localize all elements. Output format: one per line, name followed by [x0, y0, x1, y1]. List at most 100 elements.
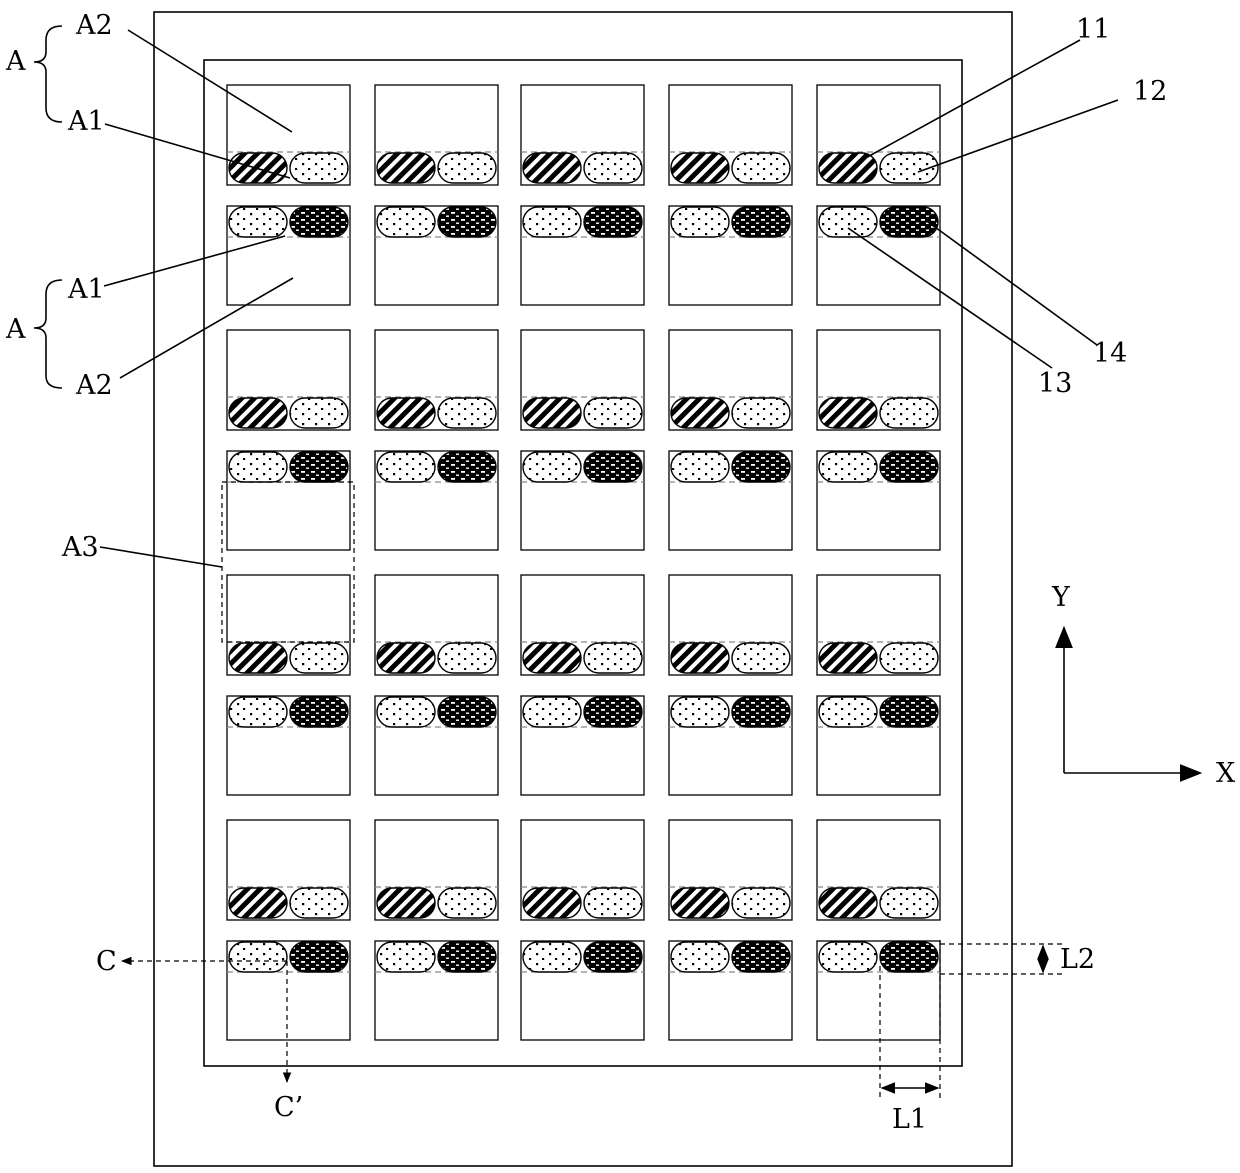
pad-12 [438, 643, 496, 673]
pad-12 [584, 398, 642, 428]
label-a1-second: A1 [67, 274, 105, 305]
pad-13 [229, 207, 287, 237]
pad-14 [290, 697, 348, 727]
pad-12 [584, 888, 642, 918]
leader-a2-top [128, 30, 292, 132]
pad-12 [290, 888, 348, 918]
brace-a-second [34, 280, 62, 388]
pad-13 [523, 942, 581, 972]
pad-14 [438, 697, 496, 727]
cell-grid [227, 85, 940, 1040]
label-a3: A3 [61, 532, 99, 563]
pad-11 [523, 643, 581, 673]
pad-12 [732, 888, 790, 918]
pad-13 [671, 697, 729, 727]
pad-13 [377, 207, 435, 237]
label-axis-y: Y [1051, 582, 1071, 613]
label-axis-x: X [1216, 758, 1236, 789]
pad-14 [880, 697, 938, 727]
pad-12 [290, 153, 348, 183]
pad-11 [377, 398, 435, 428]
pad-11 [377, 643, 435, 673]
pad-11 [523, 153, 581, 183]
brace-a-top [34, 26, 62, 122]
pad-13 [671, 942, 729, 972]
pad-14 [732, 697, 790, 727]
pad-14 [438, 207, 496, 237]
pad-11 [523, 888, 581, 918]
pad-13 [377, 942, 435, 972]
pad-14 [732, 207, 790, 237]
pad-12 [290, 643, 348, 673]
pad-13 [523, 697, 581, 727]
label-a2-top: A2 [75, 10, 113, 41]
pad-12 [438, 398, 496, 428]
pad-14 [438, 942, 496, 972]
pad-14 [290, 207, 348, 237]
pad-11 [229, 398, 287, 428]
pad-12 [880, 398, 938, 428]
pad-12 [584, 153, 642, 183]
pad-13 [229, 452, 287, 482]
label-a1-top: A1 [67, 106, 105, 137]
pad-11 [377, 888, 435, 918]
pad-14 [584, 207, 642, 237]
label-ref-12: 12 [1133, 76, 1167, 107]
pad-11 [229, 643, 287, 673]
pad-14 [732, 452, 790, 482]
pad-14 [584, 452, 642, 482]
pad-12 [880, 643, 938, 673]
pad-14 [880, 942, 938, 972]
pad-11 [671, 643, 729, 673]
label-section-c-prime: C’ [274, 1092, 303, 1123]
pad-13 [819, 697, 877, 727]
pad-14 [290, 452, 348, 482]
pad-14 [584, 697, 642, 727]
pad-13 [229, 697, 287, 727]
pad-14 [584, 942, 642, 972]
pad-12 [438, 888, 496, 918]
pad-13 [523, 452, 581, 482]
pad-12 [438, 153, 496, 183]
pad-11 [377, 153, 435, 183]
pad-12 [880, 888, 938, 918]
pad-13 [819, 942, 877, 972]
label-dim-l2: L2 [1060, 944, 1095, 975]
pad-13 [819, 207, 877, 237]
pad-13 [377, 452, 435, 482]
pad-12 [290, 398, 348, 428]
pad-12 [584, 643, 642, 673]
label-dim-l1: L1 [892, 1104, 927, 1135]
pad-14 [732, 942, 790, 972]
pad-11 [819, 153, 877, 183]
label-ref-14: 14 [1093, 338, 1127, 369]
pad-12 [732, 398, 790, 428]
pad-12 [732, 153, 790, 183]
pad-11 [671, 888, 729, 918]
pad-11 [819, 398, 877, 428]
pad-11 [523, 398, 581, 428]
pad-13 [377, 697, 435, 727]
pad-13 [819, 452, 877, 482]
pad-11 [671, 153, 729, 183]
pad-12 [732, 643, 790, 673]
label-a-top: A [5, 46, 26, 77]
pad-13 [671, 452, 729, 482]
pad-11 [229, 888, 287, 918]
label-ref-13: 13 [1038, 368, 1072, 399]
pad-13 [671, 207, 729, 237]
pad-14 [880, 452, 938, 482]
pad-14 [290, 942, 348, 972]
label-a-second: A [5, 314, 26, 345]
label-a2-second: A2 [75, 370, 113, 401]
leader-12 [918, 100, 1118, 172]
pad-14 [438, 452, 496, 482]
pad-13 [229, 942, 287, 972]
label-section-c: C [96, 946, 117, 977]
pad-11 [819, 643, 877, 673]
pad-11 [819, 888, 877, 918]
pad-11 [671, 398, 729, 428]
pad-13 [523, 207, 581, 237]
label-ref-11: 11 [1076, 14, 1110, 45]
